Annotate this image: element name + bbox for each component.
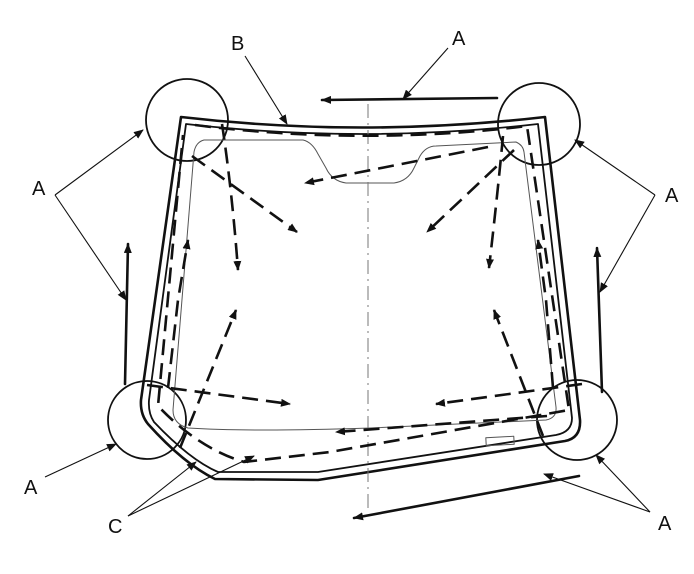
inner-arrow-bottom-horizontal <box>335 414 548 436</box>
leader-a-bottom-right-1 <box>595 454 651 513</box>
outside-arrow-bottom <box>352 474 581 521</box>
leader-a-right-lower <box>599 194 656 293</box>
windshield-outer-edge <box>139 115 582 482</box>
outside-arrow-left <box>123 242 132 386</box>
label-b: B <box>231 33 244 55</box>
inner-arrow-top-left-diagonal <box>191 154 298 234</box>
dashed-perimeter-path <box>156 123 571 464</box>
windshield-inner-edge <box>147 123 573 473</box>
label-c: C <box>108 516 122 538</box>
outside-arrow-right <box>593 246 604 394</box>
inner-arrow-left-up <box>166 239 191 389</box>
leader-a-bottom-left <box>44 443 117 478</box>
sensor-mark <box>485 435 515 447</box>
inner-arrow-top-left-down <box>220 123 242 271</box>
windshield-viewing-area <box>172 139 557 431</box>
inner-arrow-top-right-diagonal <box>426 149 515 233</box>
outside-arrow-top <box>320 95 499 104</box>
inner-arrow-top-center <box>304 145 489 186</box>
label-a-bottom-right: A <box>658 513 672 535</box>
label-a-left: A <box>32 178 46 200</box>
label-a-top: A <box>452 28 466 50</box>
leader-b <box>244 55 288 125</box>
leader-a-right-upper <box>574 139 656 196</box>
corner-circle-top-right <box>497 82 581 166</box>
leader-a-bottom-right-2 <box>543 473 651 513</box>
label-a-bottom-left: A <box>24 477 38 499</box>
leader-c-2 <box>127 455 255 517</box>
leader-c-1 <box>127 461 197 517</box>
label-a-right: A <box>665 185 679 207</box>
leader-a-left-lower <box>54 194 127 301</box>
leader-a-top <box>402 47 449 100</box>
inner-arrow-right-horizontal <box>435 382 583 407</box>
leader-a-left-upper <box>54 129 144 196</box>
corner-circle-bottom-left <box>107 380 187 460</box>
inner-arrow-left-diagonal <box>178 309 238 449</box>
inner-arrow-left-horizontal <box>146 383 291 407</box>
inner-arrow-right-up <box>535 239 555 389</box>
inner-arrow-top-right-down <box>486 135 505 269</box>
